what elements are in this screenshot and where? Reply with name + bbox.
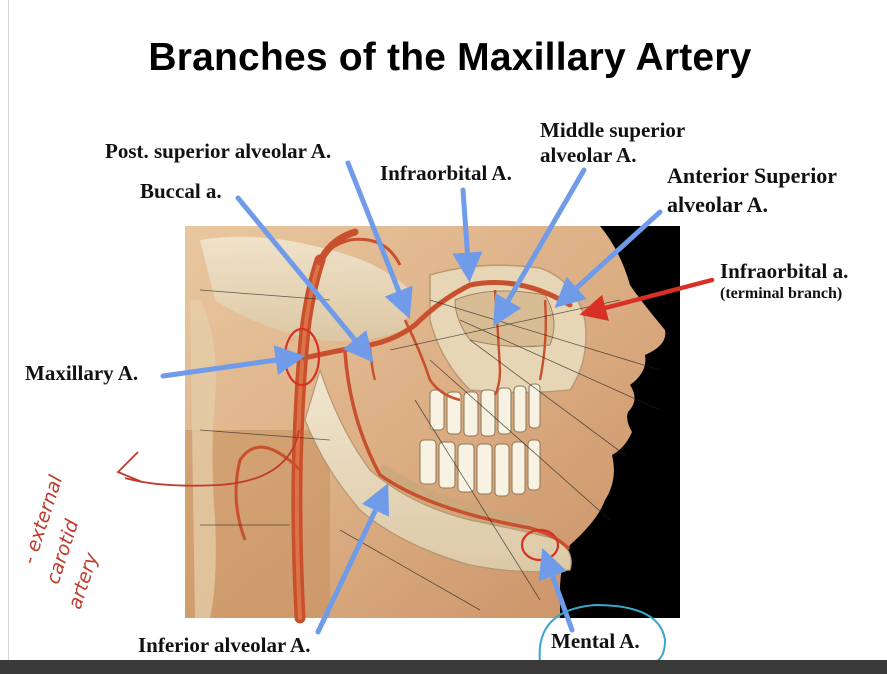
label-middle-superior-alveolar-line1: Middle superior: [540, 118, 686, 142]
label-middle-superior-alveolar-line2: alveolar A.: [540, 143, 637, 167]
label-anterior-superior-alveolar-line2: alveolar A.: [667, 192, 769, 217]
label-infraorbital-terminal: Infraorbital a. (terminal branch): [720, 258, 848, 304]
arrow-anterior-superior-alveolar: [554, 209, 663, 309]
arrow-mental: [538, 547, 575, 633]
bottom-bar: [0, 660, 887, 674]
label-infraorbital-terminal-line2: (terminal branch): [720, 285, 843, 302]
upper-teeth: [429, 383, 541, 437]
arrow-maxillary: [160, 345, 306, 379]
page-edge-rule: [8, 0, 9, 660]
label-inferior-alveolar: Inferior alveolar A.: [138, 633, 311, 657]
arrow-middle-superior-alveolar: [493, 167, 587, 327]
slide-title: Branches of the Maxillary Artery: [148, 36, 752, 79]
arrow-infraorbital-terminal: [579, 277, 715, 321]
annotation-arrow-head: [116, 451, 143, 483]
label-middle-superior-alveolar: Middle superior alveolar A.: [540, 118, 685, 168]
label-infraorbital: Infraorbital A.: [380, 161, 512, 185]
arrow-post-superior-alveolar: [345, 160, 413, 319]
mental-label-circle: [538, 603, 667, 663]
illustration-panel: [185, 226, 680, 624]
arrow-inferior-alveolar: [315, 483, 389, 635]
arrow-infraorbital: [452, 187, 483, 283]
label-mental: Mental A.: [551, 629, 640, 653]
label-anterior-superior-alveolar-line1: Anterior Superior: [667, 163, 838, 188]
lower-teeth: [419, 439, 541, 497]
label-post-superior-alveolar: Post. superior alveolar A.: [105, 139, 332, 163]
annotation-arrow: [124, 429, 300, 487]
label-buccal: Buccal a.: [140, 179, 222, 203]
label-infraorbital-terminal-line1: Infraorbital a.: [720, 259, 849, 283]
arrow-buccal: [235, 195, 374, 363]
label-maxillary: Maxillary A.: [25, 361, 139, 385]
label-anterior-superior-alveolar: Anterior Superior alveolar A.: [667, 161, 837, 219]
